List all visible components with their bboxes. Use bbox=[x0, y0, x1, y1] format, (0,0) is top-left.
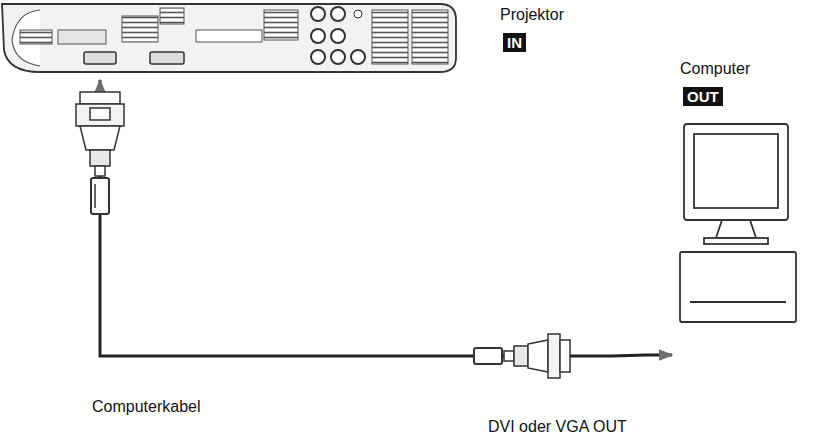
cable-label: Computerkabel bbox=[92, 398, 201, 416]
computer-cable bbox=[100, 80, 672, 356]
device-title: Computer bbox=[680, 60, 750, 78]
projector-node: ProjektorIN bbox=[0, 0, 570, 80]
port-label: DVI oder VGA OUT bbox=[488, 418, 627, 436]
vga-plug bbox=[76, 92, 124, 214]
port-badge: IN bbox=[503, 33, 526, 52]
dvi-vga-plug bbox=[474, 334, 570, 378]
computer bbox=[680, 124, 796, 322]
port-badge: OUT bbox=[683, 87, 723, 106]
computer-node: ComputerOUT bbox=[672, 56, 822, 396]
projector-body bbox=[2, 4, 456, 72]
device-title: Projektor bbox=[500, 6, 564, 24]
